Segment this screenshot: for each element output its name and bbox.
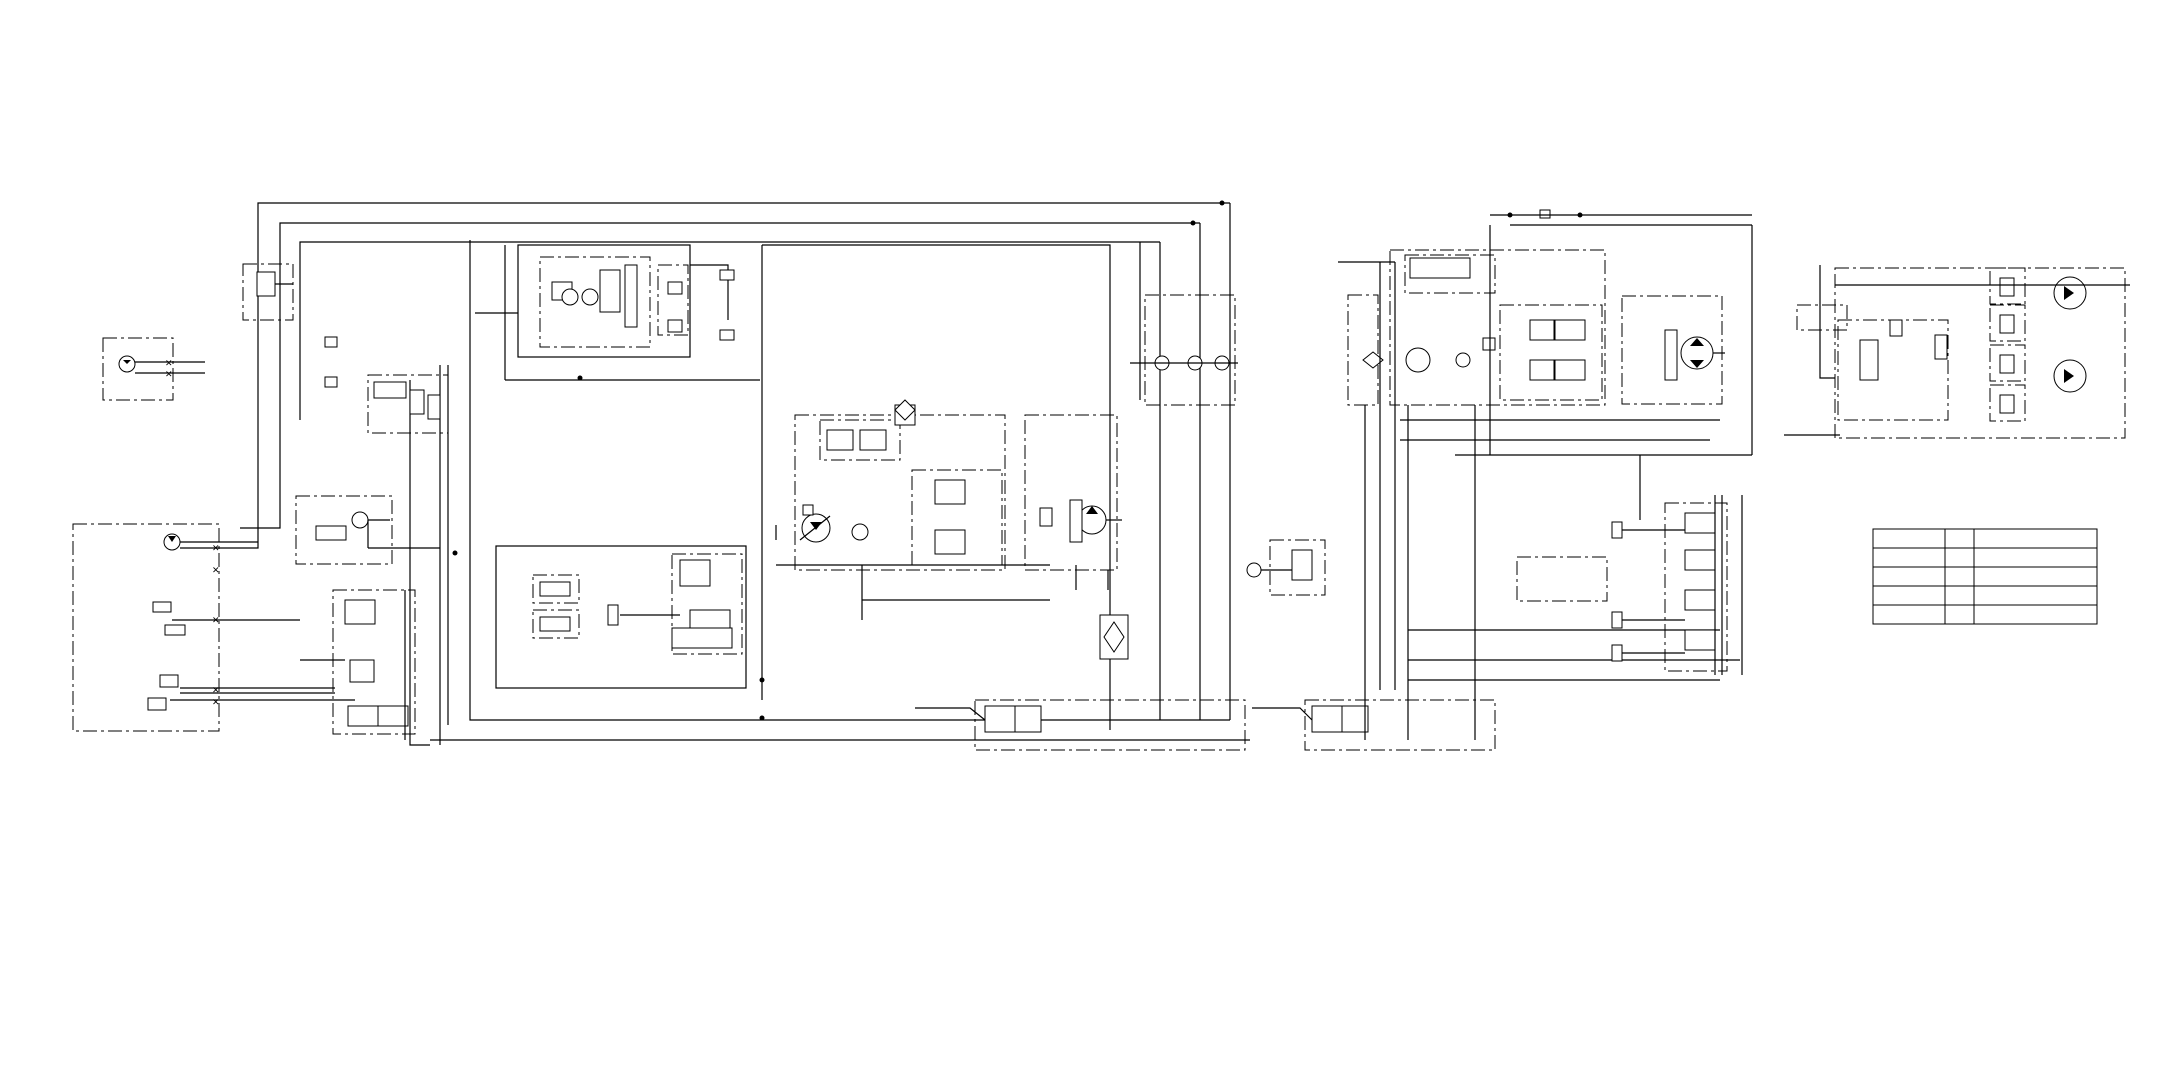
- top-center-valve-assembly: [475, 244, 735, 380]
- far-right-motor-module: [1784, 265, 2130, 439]
- left-valve-stack: [242, 263, 449, 740]
- bottom-tank-units: [915, 699, 1496, 751]
- main-supply-lines: [240, 200, 1250, 746]
- svg-text:✕: ✕: [165, 359, 173, 369]
- left-pump-unit: ✕ ✕ ✕ ✕ ✕: [72, 523, 355, 732]
- center-motor-column: [1130, 294, 1238, 406]
- right-pump-station: [1338, 209, 1753, 740]
- svg-text:✕: ✕: [212, 616, 220, 626]
- lower-left-control-block: [495, 545, 747, 689]
- svg-text:✕: ✕: [212, 544, 220, 554]
- central-pump-station: [775, 399, 1129, 660]
- right-valve-stack: [1611, 455, 1743, 675]
- svg-text:✕: ✕: [212, 566, 220, 576]
- svg-text:✕: ✕: [212, 698, 220, 708]
- title-block-table: [1872, 528, 2098, 625]
- svg-text:✕: ✕: [165, 370, 173, 380]
- svg-text:✕: ✕: [212, 686, 220, 696]
- pressure-unit-left: [1246, 539, 1608, 602]
- left-motor-block: ✕ ✕: [102, 337, 205, 401]
